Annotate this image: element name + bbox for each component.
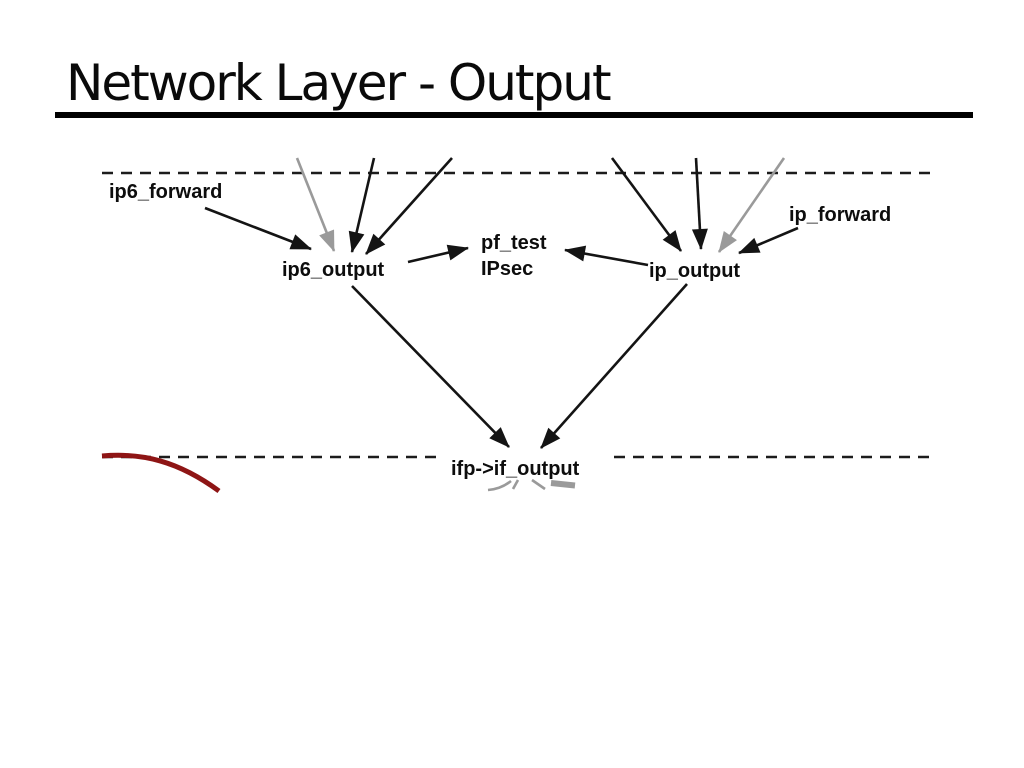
- red-annotation-curve: [101, 452, 221, 494]
- edge-upper-to-ip_output-2: [691, 157, 708, 250]
- title-underline: [55, 112, 973, 118]
- clipped-gray-fragment: [511, 479, 520, 490]
- clipped-gray-fragment: [531, 478, 546, 491]
- node-ipsec-label: IPsec: [481, 258, 534, 280]
- node-ifp-if-output: ifp->if_output: [451, 458, 580, 480]
- edge-upper-to-ip_output-1: [610, 157, 683, 252]
- node-ip6-output: ip6_output: [282, 259, 385, 281]
- edge-upper-to-ip6_output-2: [365, 157, 453, 255]
- edge-upper-to-ip6_output-gray: [295, 157, 336, 252]
- edge-ip6_output-to-if_output: [351, 285, 510, 448]
- edge-upper-to-ip6_output-1: [348, 157, 376, 253]
- slide-title: Network Layer - Output: [66, 54, 612, 112]
- edge-ip_output-to-if_output: [540, 283, 688, 449]
- node-ip-forward: ip_forward: [789, 204, 892, 226]
- edge-ip6_output-to-pf_test: [407, 244, 469, 264]
- node-pf-test-ipsec: pf_test IPsec: [481, 230, 547, 282]
- edge-ip_output-to-pf_test: [564, 245, 649, 267]
- clipped-gray-fragment: [487, 479, 512, 492]
- node-pf-test-label: pf_test: [481, 232, 547, 254]
- edge-upper-to-ip_output-gray: [717, 157, 786, 253]
- edge-ip6_forward-to-ip6_output: [204, 206, 312, 251]
- edge-ip_forward-to-ip_output: [738, 226, 799, 255]
- node-ip-output: ip_output: [649, 260, 741, 282]
- clipped-gray-fragment: [550, 480, 576, 489]
- node-ip6-forward: ip6_forward: [109, 181, 223, 203]
